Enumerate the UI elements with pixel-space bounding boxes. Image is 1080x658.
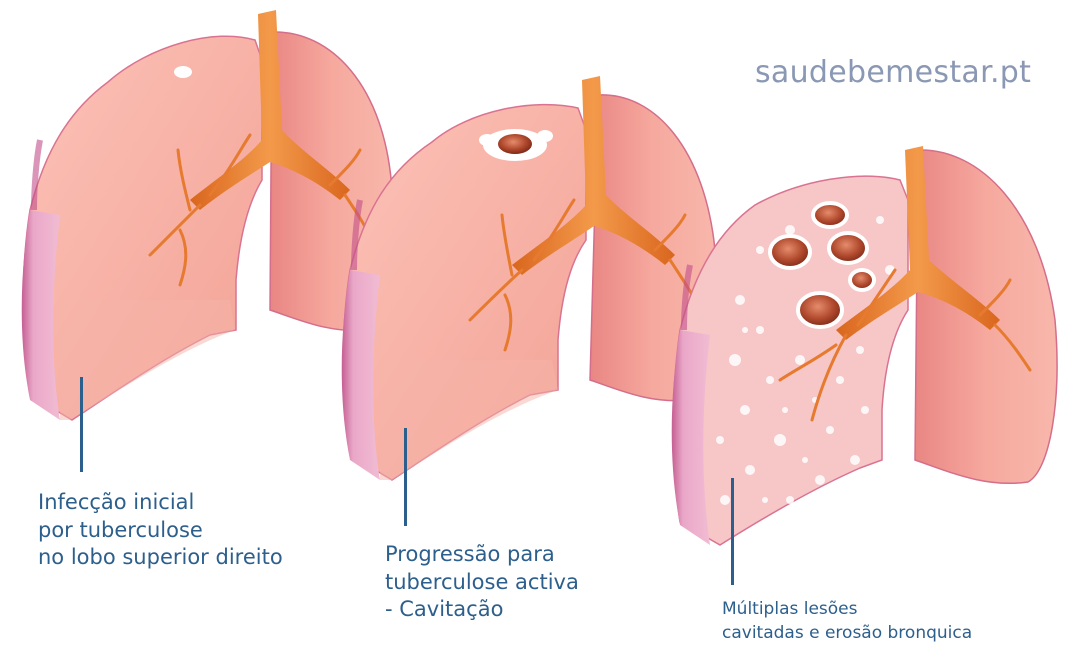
caption-line: Progressão para <box>385 541 579 569</box>
caption-line: - Cavitação <box>385 596 579 624</box>
watermark-text: saudebemestar.pt <box>755 55 1031 90</box>
caption-stage-1: Infecção inicial por tuberculose no lobo… <box>38 489 283 572</box>
caption-line: tuberculose activa <box>385 569 579 597</box>
pointer-line-stage-2 <box>404 428 407 526</box>
caption-stage-2: Progressão para tuberculose activa - Cav… <box>385 541 579 624</box>
lung-stage-2 <box>342 76 717 480</box>
pointer-line-stage-3 <box>731 478 734 585</box>
lung-stage-3 <box>672 146 1057 545</box>
caption-line: Múltiplas lesões <box>722 598 972 622</box>
caption-line: cavitadas e erosão bronquica <box>722 622 972 646</box>
pointer-line-stage-1 <box>80 377 83 472</box>
caption-stage-3: Múltiplas lesões cavitadas e erosão bron… <box>722 598 972 646</box>
caption-line: Infecção inicial <box>38 489 283 517</box>
caption-line: por tuberculose <box>38 517 283 545</box>
lung-stage-1 <box>22 10 394 420</box>
caption-line: no lobo superior direito <box>38 544 283 572</box>
